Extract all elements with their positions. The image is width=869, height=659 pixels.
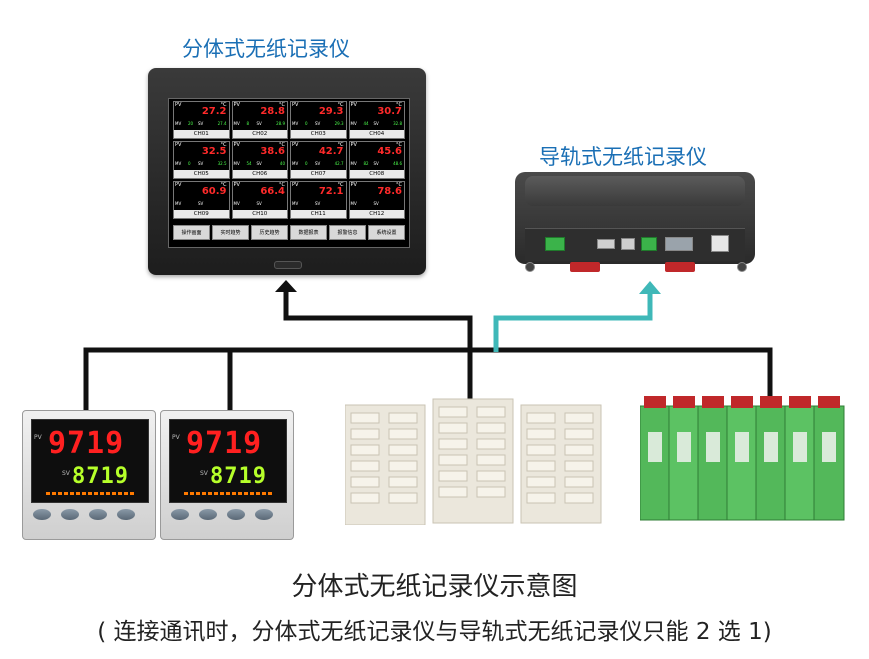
serial-port-icon: [665, 237, 693, 251]
arrow-to-rail-recorder: [639, 281, 661, 294]
cycle-button[interactable]: [33, 509, 51, 520]
channel-name: CH03: [291, 130, 346, 138]
split-recorder-label: 分体式无纸记录仪: [182, 37, 350, 61]
led-bar-icon: [184, 492, 274, 495]
realtime-trend-button[interactable]: 实时趋势: [212, 224, 249, 240]
link-to-rail-recorder: [493, 292, 653, 352]
io-module-stack-icon: [345, 398, 602, 525]
recorder-bezel-notch: [274, 261, 302, 269]
arrow-to-split-recorder: [275, 280, 297, 292]
channel-name: CH06: [232, 170, 287, 178]
channel-pv-value: 38.6: [260, 146, 285, 157]
left-button[interactable]: [61, 509, 79, 520]
rail-recorder-top: [525, 176, 745, 206]
down-button[interactable]: [89, 509, 107, 520]
diagram-note: ( 连接通讯时，分体式无纸记录仪与导轨式无纸记录仪只能 2 选 1): [97, 619, 772, 645]
alarm-info-button[interactable]: 报警信息: [329, 224, 366, 240]
rail-recorder-front: [525, 228, 745, 261]
channel-name: CH04: [349, 130, 404, 138]
rail-recorder-label: 导轨式无纸记录仪: [539, 145, 707, 169]
down-button[interactable]: [227, 509, 245, 520]
controller-pv-display: 9719: [48, 426, 125, 461]
link-to-split-recorder: [283, 287, 473, 321]
channel-name: CH01: [174, 130, 229, 138]
channel-pv-value: 32.5: [201, 146, 227, 157]
cycle-button[interactable]: [171, 509, 189, 520]
temperature-controller-2: PV 9719 SV 8719: [160, 410, 294, 540]
channel-pv-value: 28.8: [260, 106, 285, 117]
up-button[interactable]: [117, 509, 135, 520]
channel-pv-value: 45.6: [377, 146, 402, 157]
mount-screw-icon: [525, 262, 535, 272]
controller-display: PV 9719 SV 8719: [31, 419, 149, 503]
channel-pv-value: 29.3: [318, 106, 344, 117]
data-report-button[interactable]: 数据报表: [290, 224, 327, 240]
mount-screw-icon: [737, 262, 747, 272]
usb-b-port-icon: [621, 238, 635, 250]
controller-sv-display: 8719: [72, 464, 129, 489]
channel-pv-value: 30.7: [377, 106, 402, 117]
controller-display: PV 9719 SV 8719: [169, 419, 287, 503]
channel-pv-value: 60.9: [201, 186, 227, 197]
left-button[interactable]: [199, 509, 217, 520]
controller-sv-display: 8719: [210, 464, 267, 489]
channel-name: CH12: [349, 210, 404, 218]
system-settings-button[interactable]: 系统设置: [368, 224, 405, 240]
led-bar-icon: [46, 492, 136, 495]
channel-pv-value: 27.2: [201, 106, 227, 117]
power-terminal-icon: [545, 237, 565, 251]
diagram-title: 分体式无纸记录仪示意图: [291, 572, 578, 602]
controller-pv-display: 9719: [186, 426, 263, 461]
channel-name: CH05: [174, 170, 229, 178]
usb-port-icon: [597, 239, 615, 249]
signal-isolator-stack-icon: [640, 396, 845, 521]
rail-clips: [515, 262, 755, 274]
channel-pv-value: 72.1: [318, 186, 344, 197]
operation-screen-button[interactable]: 操作画面: [173, 224, 210, 240]
rail-clip-left-icon: [570, 262, 600, 272]
signal-isolators: [640, 396, 845, 521]
channel-name: CH09: [174, 210, 229, 218]
screen-button-row: 操作画面 实时趋势 历史趋势 数据报表 报警信息 系统设置: [173, 224, 405, 240]
ethernet-port-icon: [711, 235, 729, 252]
channel-name: CH11: [291, 210, 346, 218]
channel-pv-value: 42.7: [318, 146, 344, 157]
channel-name: CH08: [349, 170, 404, 178]
channel-pv-value: 78.6: [377, 186, 402, 197]
comm-terminal-icon: [641, 237, 657, 251]
io-modules: [345, 398, 602, 525]
channel-name: CH02: [232, 130, 287, 138]
channel-name: CH07: [291, 170, 346, 178]
history-trend-button[interactable]: 历史趋势: [251, 224, 288, 240]
channel-name: CH10: [232, 210, 287, 218]
temperature-controller-1: PV 9719 SV 8719: [22, 410, 156, 540]
up-button[interactable]: [255, 509, 273, 520]
channel-pv-value: 66.4: [260, 186, 285, 197]
rail-clip-right-icon: [665, 262, 695, 272]
